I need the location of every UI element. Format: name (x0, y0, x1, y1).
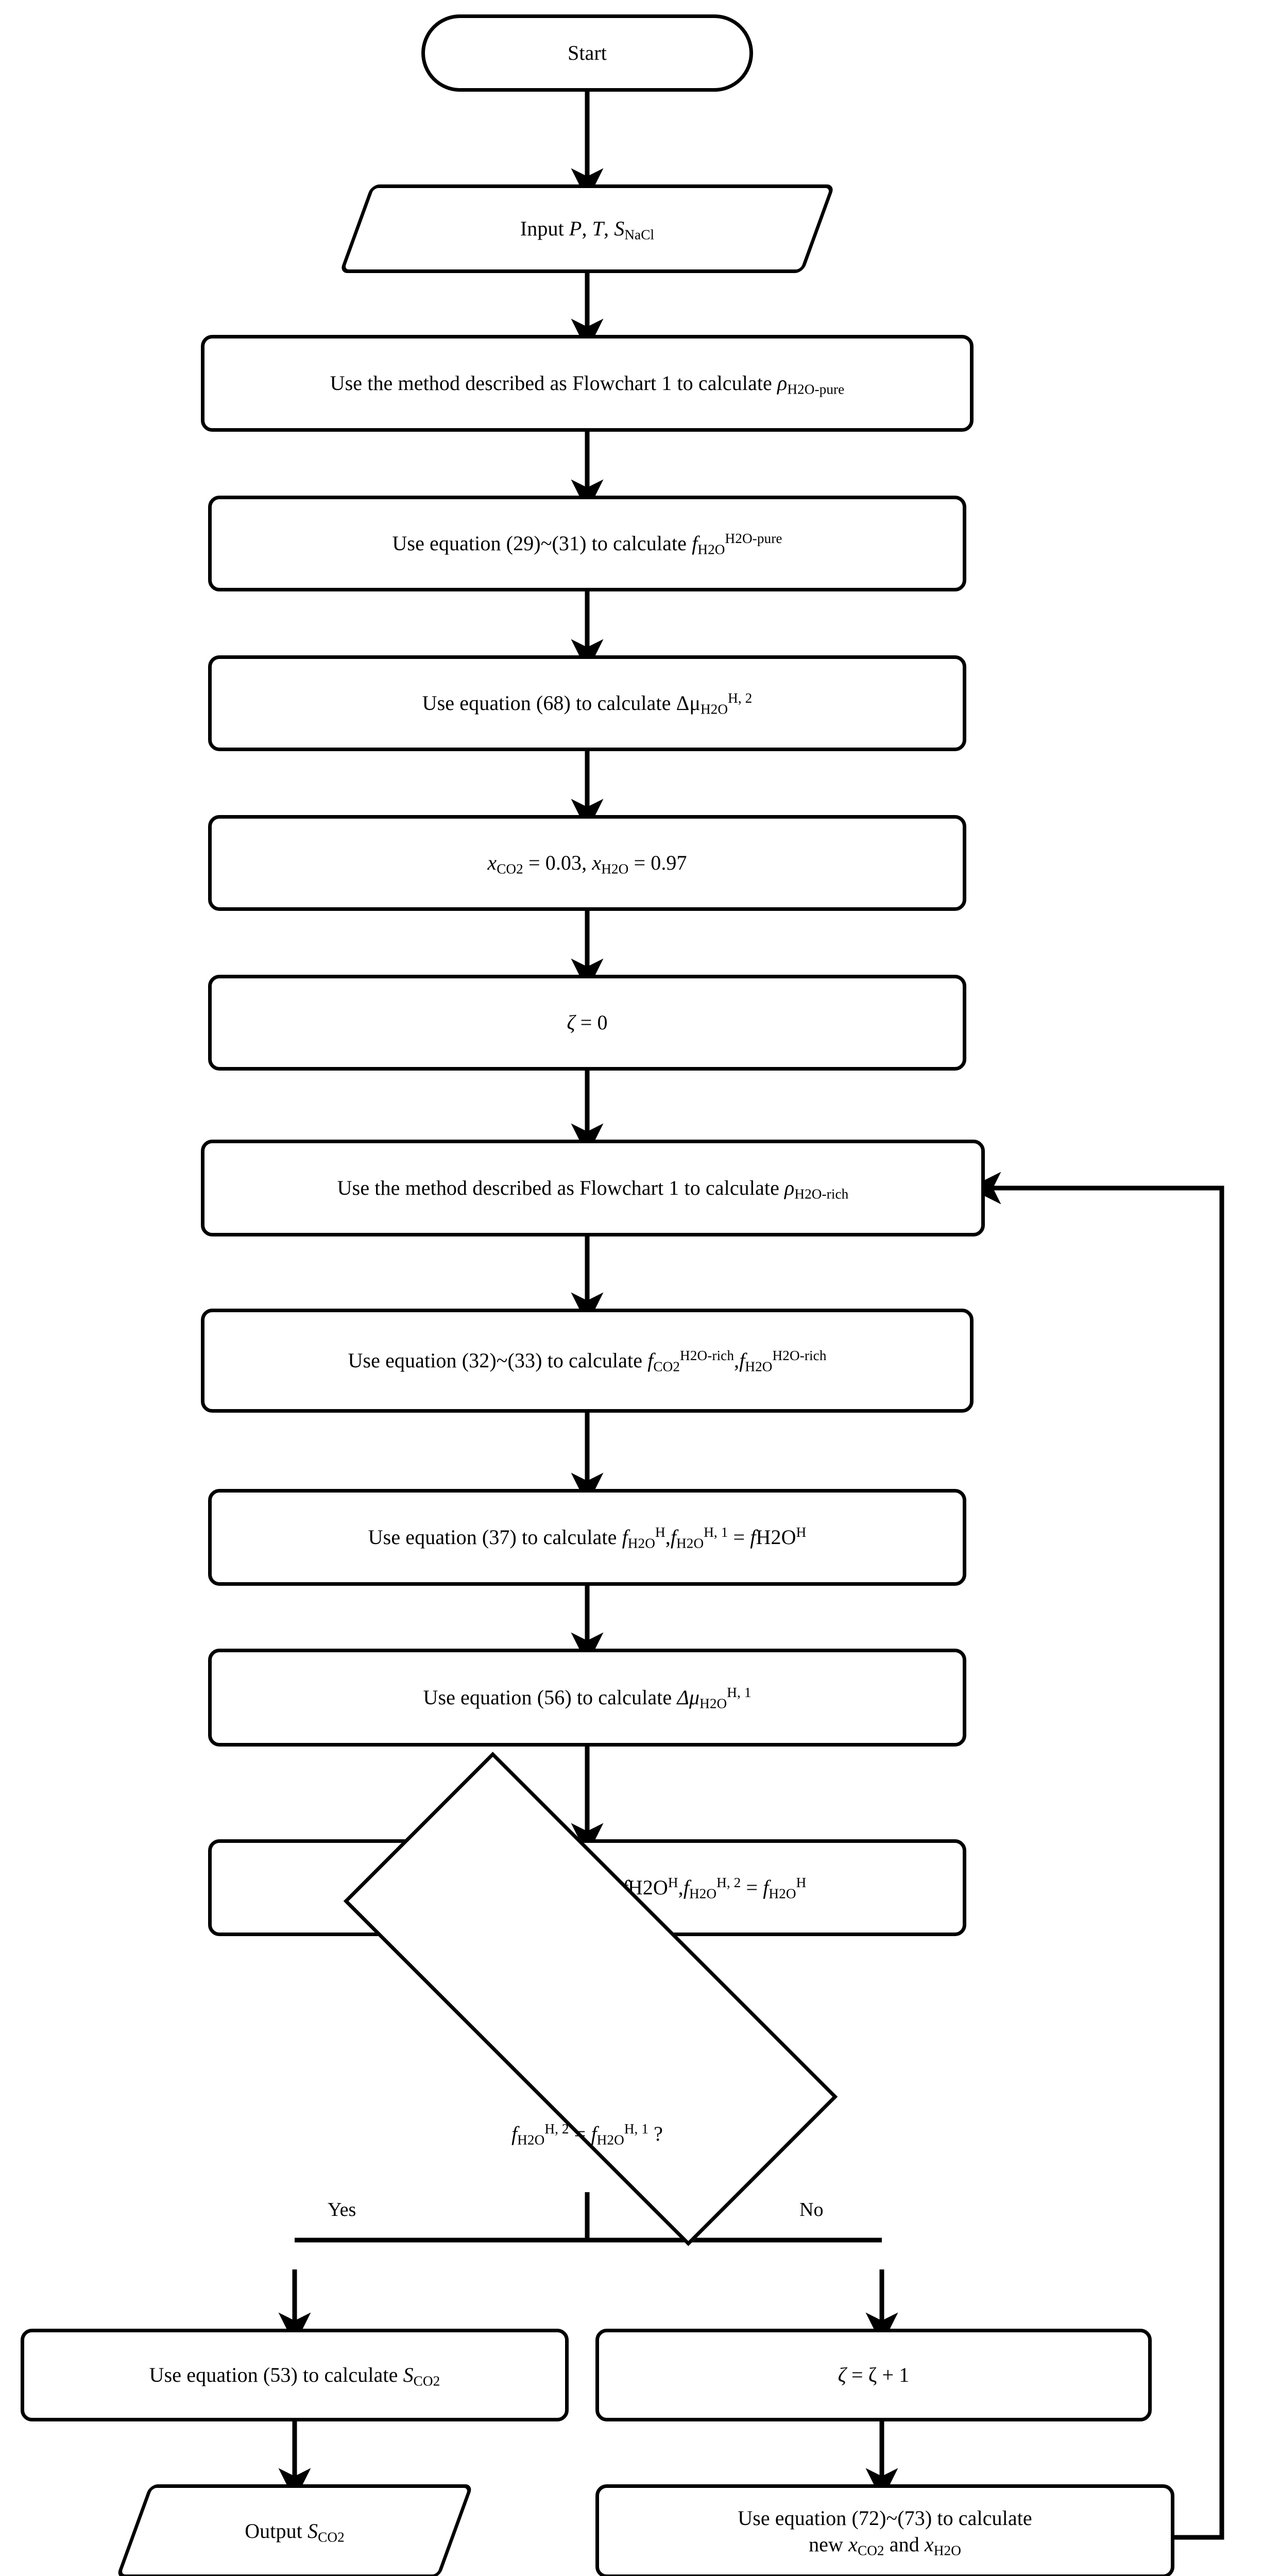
rho-rich-label: Use the method described as Flowchart 1 … (337, 1176, 849, 1202)
f-pure-label: Use equation (29)~(31) to calculate fH2O… (392, 531, 782, 558)
branch-label-yes: Yes (328, 2199, 356, 2221)
x-init-label: xCO2 = 0.03, xH2O = 0.97 (487, 851, 687, 877)
dmu-h2-label: Use equation (68) to calculate ΔμH2OH, 2 (422, 690, 753, 718)
zeta-init-label: ζ = 0 (567, 1011, 608, 1035)
node-start[interactable]: Start (421, 14, 753, 92)
branch-label-no: No (799, 2199, 824, 2221)
f-rich-label: Use equation (32)~(33) to calculate fCO2… (348, 1348, 827, 1375)
rho-pure-label: Use the method described as Flowchart 1 … (330, 371, 845, 398)
node-zeta-init[interactable]: ζ = 0 (208, 975, 966, 1071)
node-decision[interactable]: fH2OH, 2 = fH2OH, 1 ? (247, 1752, 927, 2278)
input-label: Input P, T, SNaCl (520, 217, 655, 243)
eq37-label: Use equation (37) to calculate fH2OH,fH2… (368, 1524, 807, 1552)
node-x-init[interactable]: xCO2 = 0.03, xH2O = 0.97 (208, 815, 966, 911)
node-eq37[interactable]: Use equation (37) to calculate fH2OH,fH2… (208, 1489, 966, 1586)
node-zeta-increment[interactable]: ζ = ζ + 1 (595, 2329, 1152, 2421)
node-input[interactable]: Input P, T, SNaCl (339, 184, 835, 273)
zeta-inc-label: ζ = ζ + 1 (838, 2363, 910, 2387)
node-eq56[interactable]: Use equation (56) to calculate ΔμH2OH, 1 (208, 1649, 966, 1747)
node-delta-mu-h2[interactable]: Use equation (68) to calculate ΔμH2OH, 2 (208, 655, 966, 751)
node-output[interactable]: Output SCO2 (115, 2484, 474, 2576)
feedback-loop-path (968, 1172, 1224, 2540)
node-rho-h2o-rich[interactable]: Use the method described as Flowchart 1 … (201, 1140, 985, 1236)
node-rho-h2o-pure[interactable]: Use the method described as Flowchart 1 … (201, 335, 974, 432)
start-label: Start (567, 41, 607, 65)
node-f-h2o-pure[interactable]: Use equation (29)~(31) to calculate fH2O… (208, 496, 966, 591)
eq53-label: Use equation (53) to calculate SCO2 (149, 2363, 440, 2389)
node-f-h2o-rich[interactable]: Use equation (32)~(33) to calculate fCO2… (201, 1309, 974, 1413)
decision-label: fH2OH, 2 = fH2OH, 1 ? (511, 2121, 663, 2148)
eq56-label: Use equation (56) to calculate ΔμH2OH, 1 (423, 1685, 752, 1712)
node-eq53[interactable]: Use equation (53) to calculate SCO2 (21, 2329, 569, 2421)
output-label: Output SCO2 (245, 2519, 345, 2546)
